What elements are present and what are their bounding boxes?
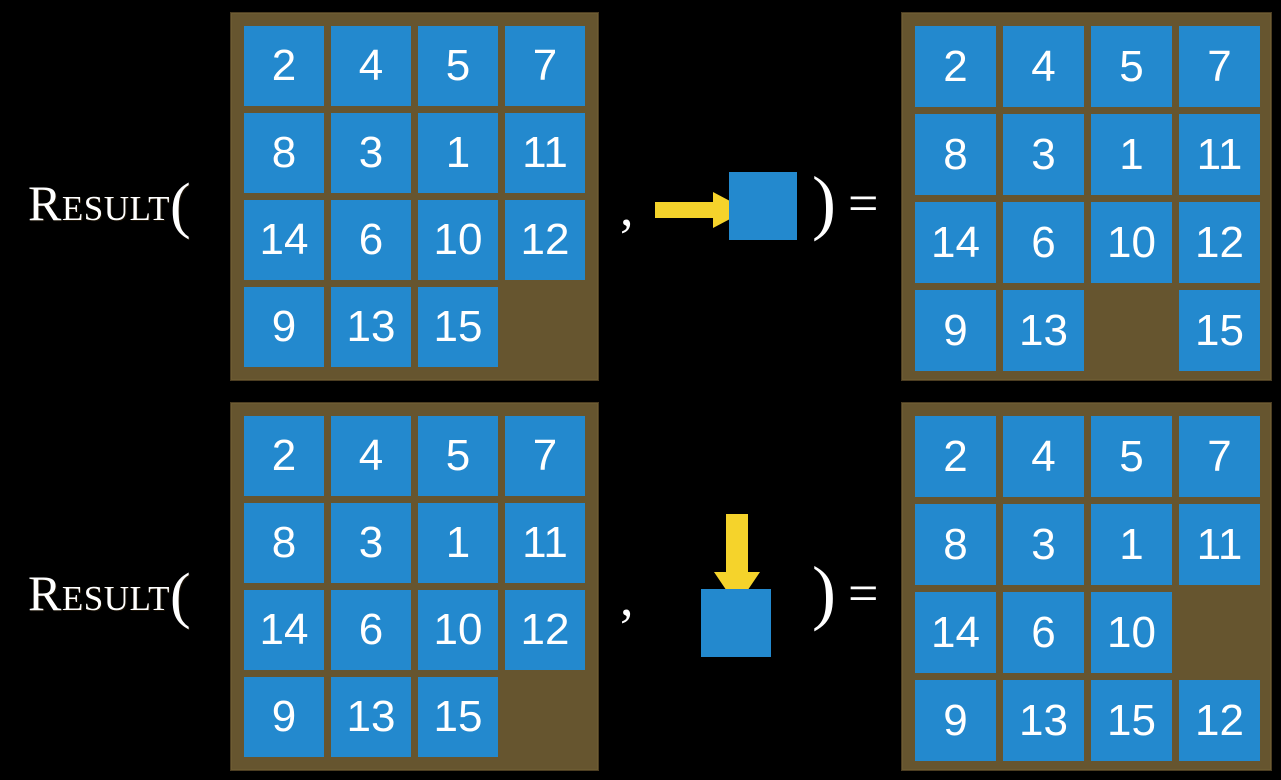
comma-row2: , <box>620 567 634 627</box>
open-paren-row2: ( <box>170 562 192 630</box>
move-target-square-row1 <box>729 172 797 240</box>
tile[interactable]: 13 <box>1003 290 1084 371</box>
arrow-down-icon <box>707 514 767 609</box>
tile[interactable]: 15 <box>1179 290 1260 371</box>
result-word-row2: Result <box>28 565 171 621</box>
tile[interactable]: 6 <box>331 590 411 670</box>
tile[interactable]: 2 <box>244 416 324 496</box>
tile[interactable]: 9 <box>915 680 996 761</box>
tile[interactable]: 1 <box>418 113 498 193</box>
tile[interactable]: 3 <box>331 113 411 193</box>
tile[interactable]: 2 <box>915 26 996 107</box>
tile[interactable]: 2 <box>915 416 996 497</box>
tile[interactable]: 8 <box>244 503 324 583</box>
tile[interactable]: 1 <box>1091 504 1172 585</box>
tile[interactable]: 12 <box>505 590 585 670</box>
tile[interactable]: 4 <box>1003 416 1084 497</box>
tile[interactable]: 10 <box>1091 592 1172 673</box>
tile[interactable]: 11 <box>505 503 585 583</box>
equals-row1: = <box>848 173 879 233</box>
result-word-row1: Result <box>28 175 171 231</box>
close-paren-row2: ) <box>812 552 836 632</box>
tile[interactable]: 8 <box>915 504 996 585</box>
close-paren-row1: ) <box>812 162 836 242</box>
input-board-row1: 2 4 5 7 8 3 1 11 14 6 10 12 9 13 15 <box>230 12 599 381</box>
blank-tile <box>1091 290 1172 371</box>
tile[interactable]: 7 <box>1179 416 1260 497</box>
tile[interactable]: 10 <box>1091 202 1172 283</box>
tile[interactable]: 5 <box>418 416 498 496</box>
tile[interactable]: 9 <box>244 677 324 757</box>
tile[interactable]: 6 <box>1003 592 1084 673</box>
tile[interactable]: 10 <box>418 590 498 670</box>
blank-tile <box>505 287 585 367</box>
result-label-row2: Result( <box>28 565 191 627</box>
tile[interactable]: 5 <box>1091 416 1172 497</box>
tile[interactable]: 2 <box>244 26 324 106</box>
move-target-square-row2 <box>701 589 771 657</box>
tile[interactable]: 12 <box>505 200 585 280</box>
tile[interactable]: 7 <box>505 26 585 106</box>
tile[interactable]: 11 <box>1179 504 1260 585</box>
tile[interactable]: 13 <box>1003 680 1084 761</box>
tile[interactable]: 7 <box>1179 26 1260 107</box>
tile[interactable]: 8 <box>244 113 324 193</box>
tile[interactable]: 3 <box>1003 114 1084 195</box>
tile[interactable]: 6 <box>1003 202 1084 283</box>
tile[interactable]: 14 <box>244 590 324 670</box>
tile[interactable]: 4 <box>331 416 411 496</box>
tile[interactable]: 14 <box>915 592 996 673</box>
result-label-row1: Result( <box>28 175 191 237</box>
tile[interactable]: 13 <box>331 677 411 757</box>
tile[interactable]: 8 <box>915 114 996 195</box>
tile[interactable]: 3 <box>1003 504 1084 585</box>
tile[interactable]: 1 <box>1091 114 1172 195</box>
tile[interactable]: 5 <box>418 26 498 106</box>
tile[interactable]: 14 <box>915 202 996 283</box>
equals-row2: = <box>848 563 879 623</box>
tile[interactable]: 6 <box>331 200 411 280</box>
open-paren-row1: ( <box>170 172 192 240</box>
blank-tile <box>505 677 585 757</box>
tile[interactable]: 4 <box>331 26 411 106</box>
tile[interactable]: 12 <box>1179 680 1260 761</box>
tile[interactable]: 10 <box>418 200 498 280</box>
tile[interactable]: 3 <box>331 503 411 583</box>
output-board-row1: 2 4 5 7 8 3 1 11 14 6 10 12 9 13 15 <box>901 12 1272 381</box>
tile[interactable]: 13 <box>331 287 411 367</box>
comma-row1: , <box>620 177 634 237</box>
tile[interactable]: 12 <box>1179 202 1260 283</box>
tile[interactable]: 11 <box>505 113 585 193</box>
blank-tile <box>1179 592 1260 673</box>
tile[interactable]: 14 <box>244 200 324 280</box>
tile[interactable]: 11 <box>1179 114 1260 195</box>
tile[interactable]: 7 <box>505 416 585 496</box>
input-board-row2: 2 4 5 7 8 3 1 11 14 6 10 12 9 13 15 <box>230 402 599 771</box>
tile[interactable]: 1 <box>418 503 498 583</box>
arrow-right-icon <box>655 190 750 230</box>
tile[interactable]: 15 <box>1091 680 1172 761</box>
tile[interactable]: 4 <box>1003 26 1084 107</box>
tile[interactable]: 5 <box>1091 26 1172 107</box>
tile[interactable]: 9 <box>244 287 324 367</box>
tile[interactable]: 15 <box>418 287 498 367</box>
tile[interactable]: 9 <box>915 290 996 371</box>
output-board-row2: 2 4 5 7 8 3 1 11 14 6 10 9 13 15 12 <box>901 402 1272 771</box>
tile[interactable]: 15 <box>418 677 498 757</box>
